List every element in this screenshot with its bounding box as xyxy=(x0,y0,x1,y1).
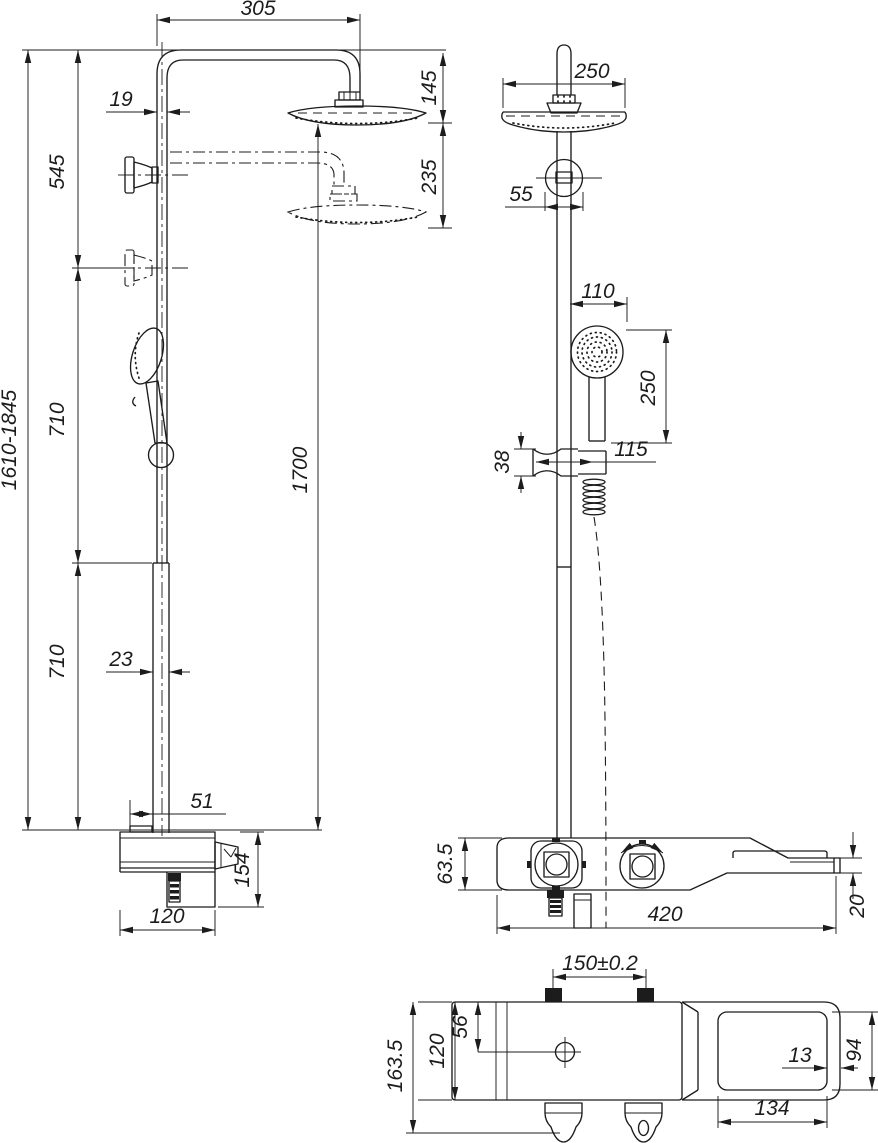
dim-pipe-dia: 19 xyxy=(106,88,190,116)
plan-view: 150±0.2 56 120 163.5 13 94 xyxy=(384,952,878,1143)
dim-shelf-lip: 13 xyxy=(782,1044,858,1072)
thermostat-knob xyxy=(527,838,586,890)
dim-text-1610-1845: 1610-1845 xyxy=(0,389,21,490)
shelf-lip xyxy=(732,850,828,858)
front-riser-pipe xyxy=(152,42,361,836)
dim-text-94: 94 xyxy=(843,1038,866,1061)
outlet-spout xyxy=(168,873,181,881)
dim-text-420: 420 xyxy=(647,903,682,926)
dim-valve-width: 120 xyxy=(119,905,216,936)
dim-bracket-span: 545 xyxy=(46,50,128,269)
plan-shelf xyxy=(681,1001,841,1101)
dim-hand-dia: 110 xyxy=(570,280,628,322)
dim-head-dia: 250 xyxy=(502,60,626,108)
dim-body-height: 63.5 xyxy=(434,837,502,891)
dim-text-250-head: 250 xyxy=(573,60,609,83)
side-wall-mount xyxy=(536,158,602,198)
dim-text-710-low: 710 xyxy=(46,644,69,679)
side-hand-shower xyxy=(570,325,624,442)
dim-text-163-5: 163.5 xyxy=(384,1039,407,1092)
dim-shelf-thickness: 20 xyxy=(840,832,869,919)
dim-text-51: 51 xyxy=(190,790,213,813)
dim-slider-reach: 115 xyxy=(536,438,656,466)
dim-text-110: 110 xyxy=(581,280,615,303)
plan-knob-left xyxy=(544,1102,583,1143)
dim-outlet-offset: 56 xyxy=(449,1002,556,1053)
dim-text-20: 20 xyxy=(846,894,869,919)
side-handle xyxy=(214,841,239,870)
side-slider-bracket xyxy=(532,448,607,477)
dim-overall-depth: 163.5 xyxy=(384,1002,560,1134)
dim-wall-offset: 55 xyxy=(505,183,584,211)
inlet-left xyxy=(545,988,562,1002)
dim-text-38: 38 xyxy=(491,450,514,474)
dim-text-545: 545 xyxy=(46,154,69,189)
dim-arm-reach: 305 xyxy=(156,0,361,88)
dim-text-63-5: 63.5 xyxy=(434,843,457,884)
dim-text-120-depth: 120 xyxy=(426,1033,449,1068)
side-view: 250 55 110 250 38 xyxy=(434,44,869,934)
side-overhead-shower xyxy=(501,111,627,133)
side-outlet-spout xyxy=(547,890,564,898)
dim-column-dia: 23 xyxy=(106,648,190,676)
dim-text-13: 13 xyxy=(788,1044,812,1067)
dim-segment-low: 710 xyxy=(46,563,82,830)
dim-text-235: 235 xyxy=(418,159,441,195)
side-shower-hose xyxy=(582,478,607,929)
dim-text-55: 55 xyxy=(509,183,533,206)
dim-text-134: 134 xyxy=(754,1097,789,1120)
dim-shelf-width: 134 xyxy=(717,1096,828,1128)
plan-knob-right xyxy=(624,1102,663,1143)
plan-valve-body xyxy=(451,988,683,1143)
dim-text-120: 120 xyxy=(149,905,184,928)
front-hand-shower xyxy=(129,327,175,469)
dim-text-150: 150±0.2 xyxy=(562,952,638,975)
front-overhead-shower xyxy=(287,91,427,126)
check-valve-cylinder xyxy=(573,893,592,929)
front-valve-body xyxy=(119,825,239,908)
dim-text-154: 154 xyxy=(231,852,254,887)
dim-overall-height: 1610-1845 xyxy=(0,50,32,830)
dim-text-250-hand: 250 xyxy=(637,370,660,406)
dim-valve-height: 154 xyxy=(218,831,264,908)
dim-slider-height: 38 xyxy=(491,432,536,493)
dim-segment-mid: 710 xyxy=(46,268,152,564)
dim-text-23: 23 xyxy=(108,648,133,671)
front-overhead-shower-phantom xyxy=(170,151,428,225)
dim-text-710-mid: 710 xyxy=(46,402,69,437)
hose-hidden-curve xyxy=(593,516,607,929)
shelf-recess xyxy=(717,1011,828,1091)
dim-base-offset: 51 xyxy=(129,790,226,826)
dim-text-115: 115 xyxy=(614,438,648,461)
dim-shelf-depth: 94 xyxy=(832,1011,878,1091)
dim-column-height: 1700 xyxy=(289,124,322,830)
dim-text-19: 19 xyxy=(109,88,133,111)
dim-text-305: 305 xyxy=(240,0,275,20)
dim-text-145: 145 xyxy=(418,70,441,105)
dim-head-travel: 235 xyxy=(418,123,452,229)
spray-nozzles-dotted xyxy=(295,117,419,125)
dim-text-1700: 1700 xyxy=(289,446,312,493)
inlet-right xyxy=(637,988,654,1002)
dim-hand-length: 250 xyxy=(611,329,672,444)
front-view: 305 1610-1845 545 710 710 19 145 xyxy=(0,0,452,936)
side-riser-pipe xyxy=(546,44,582,838)
dim-body-depth: 120 xyxy=(418,1001,459,1101)
diverter-knob xyxy=(619,840,665,889)
front-wall-bracket-lower-phantom xyxy=(118,249,188,287)
front-wall-bracket-upper xyxy=(118,156,188,194)
dim-text-56: 56 xyxy=(449,1015,472,1039)
side-valve-body xyxy=(496,837,841,929)
dim-inlet-spacing: 150±0.2 xyxy=(552,952,647,988)
slider-ring xyxy=(147,441,175,469)
dim-body-length: 420 xyxy=(496,876,837,934)
